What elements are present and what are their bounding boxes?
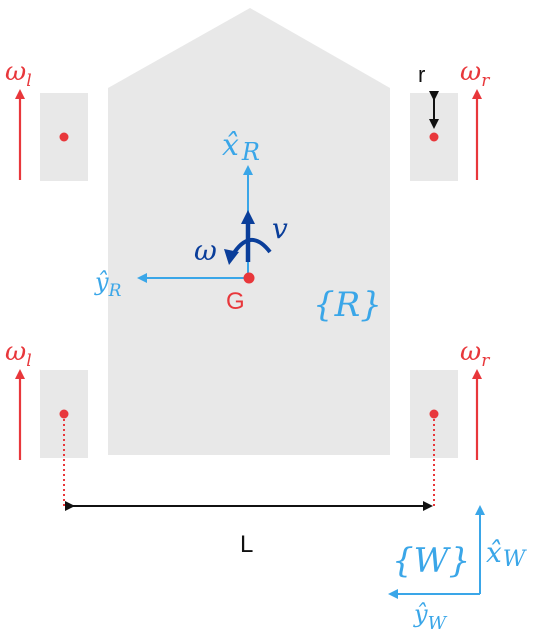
frame-R-label: {R}	[313, 285, 382, 325]
frame-W-label: {W}	[392, 541, 470, 581]
x-W-label: x̂W	[486, 536, 528, 572]
wheel-center-dot	[59, 132, 69, 142]
wheel-center-dot	[429, 132, 439, 142]
omega-l-label-top: ωl	[5, 57, 32, 91]
v-label: v	[272, 212, 288, 245]
radius-label: r	[418, 62, 425, 87]
track-width-label: L	[240, 531, 253, 558]
center-of-gravity-dot	[243, 272, 255, 284]
center-of-gravity-label: G	[226, 288, 245, 315]
omega-r-label-top: ωr	[460, 57, 490, 91]
y-W-label: ŷW	[413, 600, 448, 634]
omega-r-label-bottom: ωr	[460, 337, 490, 371]
y-R-label: ŷR	[94, 268, 122, 301]
omega-l-label-bottom: ωl	[5, 337, 32, 371]
omega-label: ω	[194, 234, 217, 267]
omega-curved-arrow-head	[224, 249, 239, 265]
x-R-label: x̂R	[222, 128, 260, 166]
